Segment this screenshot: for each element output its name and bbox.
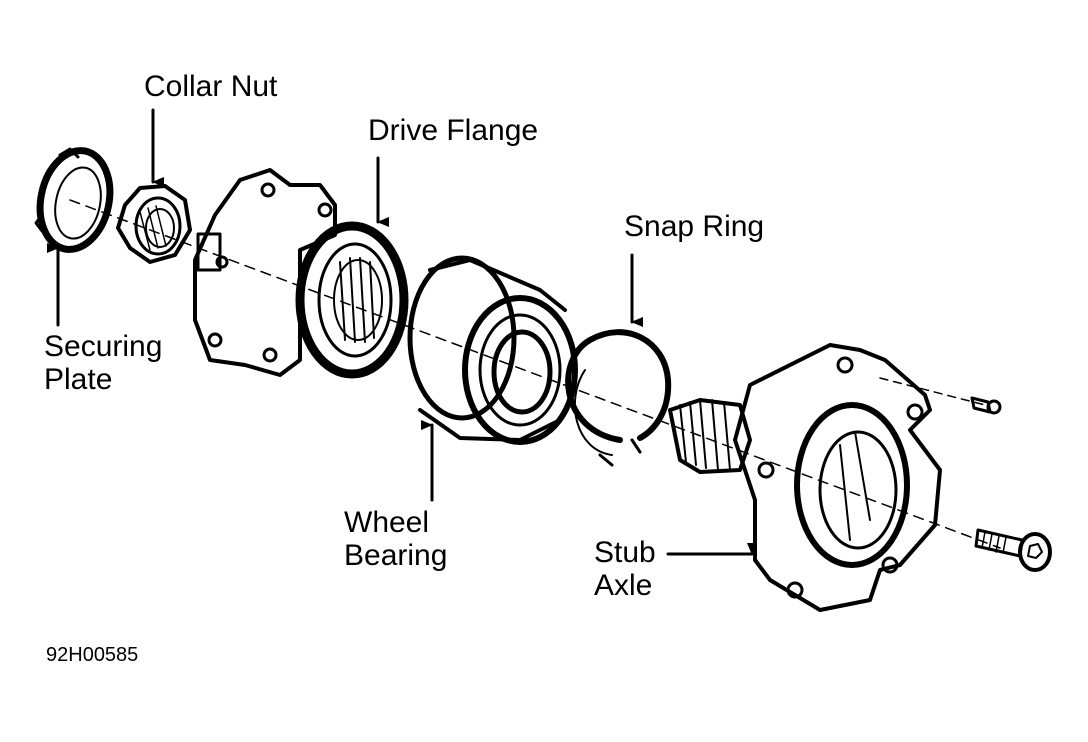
- cap-screw-part: [974, 528, 1052, 572]
- center-axis-line: [69, 199, 1001, 549]
- label-securing-plate-line1: Securing: [44, 330, 163, 363]
- label-stub-axle-line2: Axle: [594, 569, 653, 602]
- label-securing-plate-line2: Plate: [44, 363, 113, 396]
- label-wheel-bearing-line2: Bearing: [344, 539, 448, 572]
- securing-plate-part: [34, 147, 114, 253]
- snap-ring-part: [565, 329, 672, 467]
- wheel-bearing-part: [407, 255, 578, 445]
- label-stub-axle-line1: Stub: [594, 536, 656, 569]
- label-drive-flange: Drive Flange: [368, 114, 539, 147]
- label-wheel-bearing-line1: Wheel: [344, 506, 430, 539]
- drive-flange-part: [193, 168, 409, 379]
- small-screw-part: [970, 396, 1002, 415]
- collar-nut-part: [116, 184, 192, 264]
- label-collar-nut: Collar Nut: [144, 70, 278, 103]
- stub-axle-part: [668, 343, 942, 612]
- figure-code: 92H00585: [46, 644, 139, 666]
- label-snap-ring: Snap Ring: [624, 210, 765, 243]
